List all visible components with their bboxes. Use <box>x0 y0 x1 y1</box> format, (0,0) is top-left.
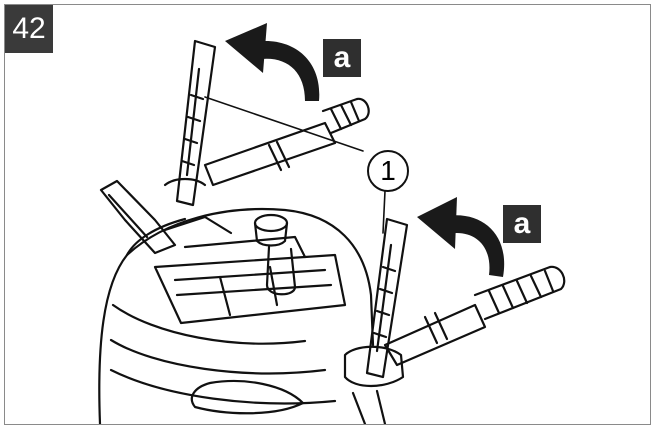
left-clamp <box>99 179 233 255</box>
upper-handlebar <box>203 97 370 187</box>
lower-handlebar <box>383 265 566 367</box>
rotation-arrow-upper <box>225 23 320 101</box>
figure-frame: 42 a a 1 <box>4 4 651 425</box>
lower-mirror-stem <box>343 217 409 424</box>
front-fairing <box>98 207 375 424</box>
direction-tag-upper: a <box>323 39 361 77</box>
steering-knob <box>253 213 297 296</box>
steering-head <box>153 235 347 325</box>
step-number-badge: 42 <box>5 5 53 53</box>
callout-leader-lines <box>204 96 386 234</box>
direction-tag-lower: a <box>503 205 541 243</box>
scooter-handlebar-illustration <box>98 23 566 424</box>
upper-mirror-stem <box>163 39 217 207</box>
part-callout-1: 1 <box>367 150 409 192</box>
rotation-arrow-lower <box>417 197 505 277</box>
